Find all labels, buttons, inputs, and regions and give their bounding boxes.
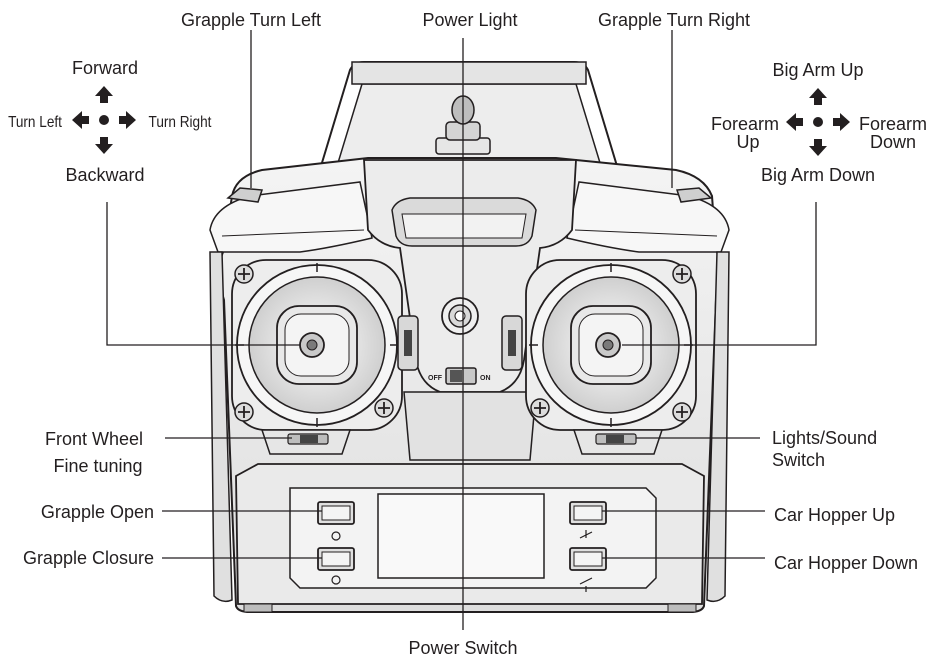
right-arrow-icon (119, 111, 136, 129)
grapple-closure-button[interactable] (317, 547, 355, 585)
car-hopper-up-button[interactable] (569, 501, 607, 539)
left-arrow-icon (72, 111, 89, 129)
lights-sound-switch[interactable] (572, 429, 664, 455)
screw-icon (530, 398, 550, 418)
forearm-up-label-line1: Forearm (711, 114, 779, 134)
left-stick-housing (231, 259, 419, 431)
forearm-down-label-line2: Down (870, 132, 916, 152)
right-direction-indicator (786, 88, 850, 156)
forearm-down-label-line1: Forearm (859, 114, 927, 134)
center-dot-icon (99, 115, 109, 125)
right-stick-housing (501, 259, 697, 431)
up-arrow-icon (809, 88, 827, 105)
backward-label: Backward (65, 165, 144, 185)
car-hopper-up-label: Car Hopper Up (774, 505, 895, 525)
power-light (441, 297, 479, 335)
front-wheel-label-line2: Fine tuning (53, 456, 142, 476)
car-hopper-down-button[interactable] (569, 547, 607, 592)
grapple-closure-label: Grapple Closure (23, 548, 154, 568)
lcd-screen (377, 493, 545, 579)
screw-icon (234, 402, 254, 422)
switch-on-label: ON (480, 375, 491, 382)
left-direction-indicator (72, 86, 136, 154)
power-switch[interactable]: OFF ON (428, 367, 491, 385)
big-arm-up-label: Big Arm Up (772, 60, 863, 80)
turn-left-label: Turn Left (8, 114, 63, 131)
screw-icon (234, 264, 254, 284)
switch-off-label: OFF (428, 375, 443, 382)
leader-lines (106, 30, 817, 630)
screw-icon (672, 264, 692, 284)
big-arm-down-label: Big Arm Down (761, 165, 875, 185)
grapple-open-button[interactable] (317, 501, 355, 541)
right-arrow-icon (833, 113, 850, 131)
grapple-turn-right-label: Grapple Turn Right (598, 10, 750, 30)
front-wheel-trim-switch[interactable] (260, 429, 352, 455)
power-light-label: Power Light (422, 10, 517, 30)
forward-label: Forward (72, 58, 138, 78)
car-hopper-down-label: Car Hopper Down (774, 553, 918, 573)
grapple-turn-left-label: Grapple Turn Left (181, 10, 321, 30)
front-wheel-label-line1: Front Wheel (45, 429, 143, 449)
forearm-up-label-line2: Up (736, 132, 759, 152)
turn-right-label: Turn Right (149, 114, 213, 131)
lower-panel (235, 463, 705, 613)
lights-sound-label-line2: Switch (772, 450, 825, 470)
up-arrow-icon (95, 86, 113, 103)
down-arrow-icon (809, 139, 827, 156)
power-switch-label: Power Switch (408, 638, 517, 658)
screw-icon (672, 402, 692, 422)
grapple-open-label: Grapple Open (41, 502, 154, 522)
center-dot-icon (813, 117, 823, 127)
screw-icon (374, 398, 394, 418)
left-arrow-icon (786, 113, 803, 131)
down-arrow-icon (95, 137, 113, 154)
lights-sound-label-line1: Lights/Sound (772, 428, 877, 448)
